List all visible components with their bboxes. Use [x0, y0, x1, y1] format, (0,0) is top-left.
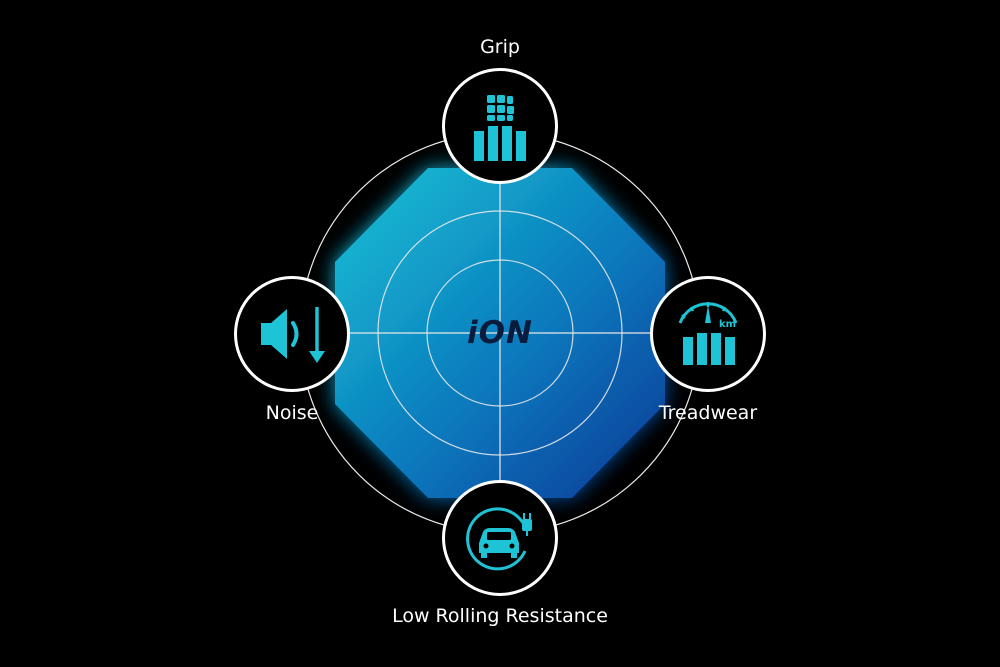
speaker-noise-down-icon — [261, 307, 325, 363]
noise-label: Noise — [265, 402, 319, 424]
treadwear-node: km — [650, 276, 766, 392]
odometer-tire-icon: km — [678, 302, 738, 365]
tire-grip-icon — [474, 95, 526, 161]
rolling-resistance-label: Low Rolling Resistance — [392, 605, 608, 627]
grip-label: Grip — [480, 36, 520, 58]
brand-logo: iON — [467, 315, 533, 351]
grip-node — [442, 68, 558, 184]
svg-text:km: km — [719, 319, 736, 330]
noise-node — [234, 276, 350, 392]
electric-car-plug-icon — [466, 507, 532, 571]
rolling-resistance-node — [442, 480, 558, 596]
treadwear-label: Treadwear — [658, 402, 758, 424]
